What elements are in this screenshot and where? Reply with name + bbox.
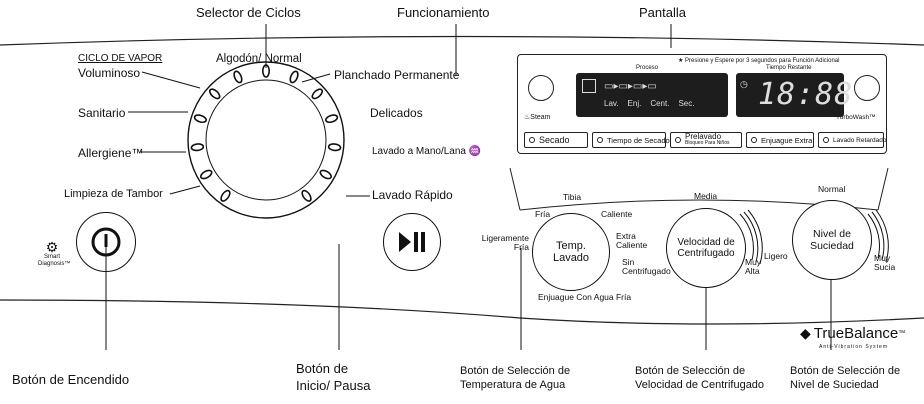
option-extra-rinse[interactable]: Enjuague Extra (746, 132, 814, 148)
option-dry-time[interactable]: Tiempo de Secado (592, 132, 670, 148)
cycle-delicates[interactable]: Delicados (370, 106, 423, 120)
cycle-position-indicator (193, 114, 207, 124)
callout-operation: Funcionamiento (397, 5, 490, 20)
brand-sub: Anti-Vibration System (819, 344, 888, 350)
cycle-position-indicator (319, 169, 332, 180)
callout-power: Botón de Encendido (12, 372, 130, 387)
steam-icon: ♨ (524, 114, 531, 121)
temp-wash-knob[interactable]: Temp. Lavado (532, 213, 610, 291)
soil-opt-light: Ligero (764, 251, 788, 261)
steam-button[interactable] (528, 75, 554, 101)
cycle-dial-rim (187, 61, 345, 219)
cycle-position-indicator (233, 70, 243, 84)
clock-icon: ◷ (740, 79, 748, 89)
cycle-allergiene[interactable]: Allergiene™ (78, 146, 144, 160)
option-delay-wash[interactable]: Lavado Retardado (818, 132, 887, 148)
stage-icons: ▭▸▭▸▭▸▭ (604, 81, 657, 92)
cycle-position-indicator (301, 189, 312, 202)
cycle-bulky[interactable]: Voluminoso (78, 66, 141, 80)
cycle-position-indicator (261, 64, 270, 78)
cycle-position-indicator (289, 70, 299, 84)
turbowash-button[interactable] (854, 75, 880, 101)
function-note: ★ Presione y Espere por 3 segundos para … (678, 58, 840, 64)
turbowash-label: TurboWash™ (836, 114, 876, 121)
soil-opt-normal: Normal (818, 184, 846, 194)
power-icon (91, 227, 121, 257)
process-display: Proceso ▭▸▭▸▭▸▭ Lav.Enj.Cent.Sec. (576, 65, 728, 117)
callout-cycle-selector: Selector de Ciclos (196, 5, 301, 20)
play-pause-icon (399, 232, 425, 252)
smart-diagnosis-icon: ⚙ (45, 239, 59, 255)
cycle-tub-clean[interactable]: Limpieza de Tambor (64, 188, 163, 200)
cycle-position-indicator (200, 169, 213, 180)
cycle-perm-press[interactable]: Planchado Permanente (334, 68, 460, 82)
cycle-position-indicator (220, 189, 231, 202)
cycle-sanitary[interactable]: Sanitario (78, 106, 126, 120)
time-display: Tiempo Restante ◷ 18:88 (736, 65, 852, 117)
start-pause-button[interactable] (383, 213, 441, 271)
cycle-position-indicator (190, 143, 205, 152)
remaining-time: 18:88 (758, 77, 854, 112)
soil-level-knob[interactable]: Nivel de Suciedad (792, 200, 872, 280)
spin-speed-knob[interactable]: Velocidad de Centrifugado (666, 208, 746, 288)
cycle-handwash-wool[interactable]: Lavado a Mano/Lana ♒ (372, 146, 482, 157)
callout-display: Pantalla (639, 5, 686, 20)
cycle-quick-wash[interactable]: Lavado Rápido (372, 188, 453, 202)
cycle-position-indicator (311, 88, 324, 100)
cycle-position-indicator (327, 143, 342, 152)
balance-icon: ◆ (800, 325, 811, 341)
cycle-position-indicator (325, 114, 339, 124)
steam-cycle-header: CICLO DE VAPOR (78, 53, 163, 64)
spin-opt-medium: Media (694, 191, 718, 201)
stage-labels: Lav.Enj.Cent.Sec. (604, 99, 695, 108)
wool-icon: ♒ (468, 146, 482, 157)
temp-opt-cold-rinse: Enjuague Con Agua Fría (538, 292, 632, 302)
display-panel: ★ Presione y Espere por 3 segundos para … (517, 54, 887, 154)
cycle-position-indicator (208, 88, 221, 100)
cycle-cotton-normal[interactable]: Algodón/ Normal (216, 53, 302, 65)
smart-diagnosis[interactable]: ⚙ Smart Diagnosis™ (38, 239, 71, 267)
detergent-icon (582, 79, 596, 93)
temp-opt-warm: Tibia (563, 192, 582, 202)
temp-opt-hot: Caliente (601, 209, 633, 219)
cycle-dial-knob (205, 79, 327, 201)
temp-opt-cold: Fría (535, 209, 551, 219)
option-dry[interactable]: Secado (524, 132, 588, 148)
steam-label: ♨Steam (524, 114, 551, 121)
power-button[interactable] (76, 212, 136, 272)
